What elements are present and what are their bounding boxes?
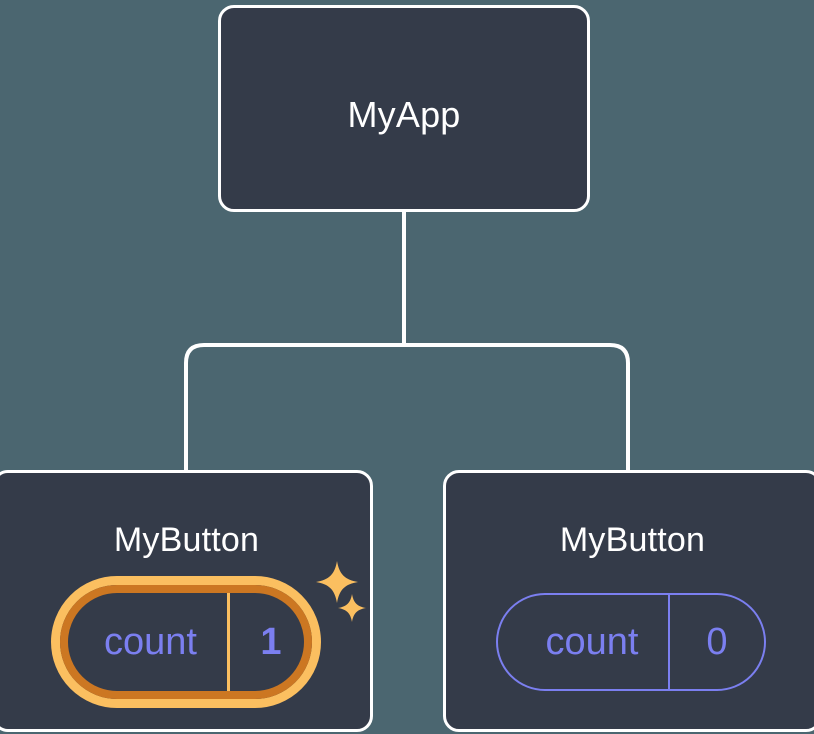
state-badge-right[interactable]: count 0: [496, 593, 766, 691]
node-mybutton-left-label: MyButton: [113, 521, 260, 559]
node-myapp-label: MyApp: [347, 94, 461, 135]
node-mybutton-left[interactable]: MyButton count 1: [0, 470, 373, 732]
node-myapp[interactable]: MyApp: [218, 5, 590, 212]
connector-branch-bus: [184, 343, 630, 470]
node-mybutton-right-label: MyButton: [559, 521, 706, 559]
state-value-right: 0: [706, 620, 728, 663]
state-key-left: count: [60, 585, 230, 699]
state-badge-left[interactable]: count 1: [51, 576, 321, 708]
state-value-left: 1: [260, 620, 282, 663]
state-badge-left-wrapper: count 1: [51, 576, 321, 708]
node-mybutton-right[interactable]: MyButton count 0: [443, 470, 814, 732]
state-key-right: count: [498, 595, 670, 689]
